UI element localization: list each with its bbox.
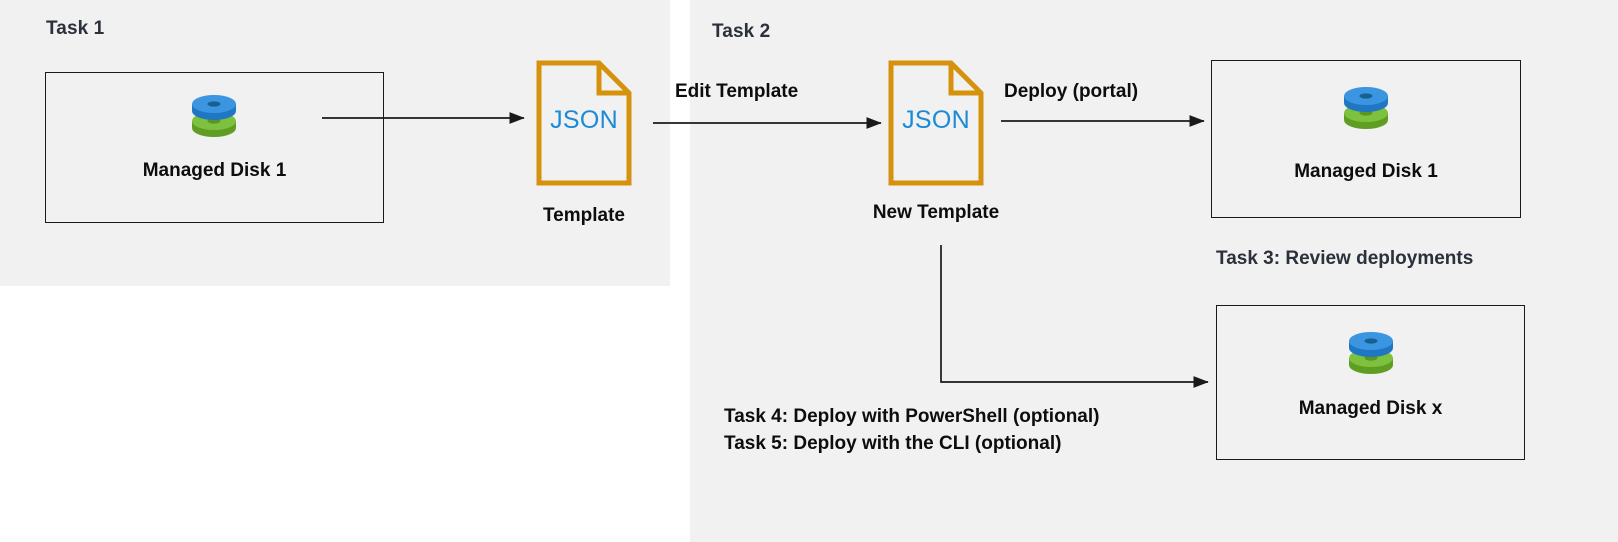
managed-disk-icon: [1343, 327, 1399, 379]
managed-disk-x-box: [1216, 305, 1525, 460]
template-caption: Template: [542, 205, 625, 226]
managed-disk-1-box-right: [1211, 60, 1521, 218]
new-template-caption: New Template: [872, 202, 1000, 223]
json-document-icon: JSON: [888, 60, 984, 186]
managed-disk-1-label-left: Managed Disk 1: [142, 160, 287, 181]
task-4-annotation: Task 4: Deploy with PowerShell (optional…: [724, 406, 1100, 427]
managed-disk-1-label-right: Managed Disk 1: [1294, 161, 1438, 182]
json-label: JSON: [550, 106, 618, 134]
managed-disk-icon: [186, 90, 242, 142]
task-1-heading: Task 1: [46, 18, 105, 39]
edit-template-label: Edit Template: [675, 81, 799, 102]
task-2-heading: Task 2: [712, 21, 771, 42]
json-document-icon: JSON: [536, 60, 632, 186]
managed-disk-x-label: Managed Disk x: [1298, 398, 1443, 419]
task-1-panel: [0, 0, 670, 286]
task-3-annotation: Task 3: Review deployments: [1216, 248, 1474, 269]
managed-disk-1-box-left: [45, 72, 384, 223]
json-label: JSON: [902, 106, 970, 134]
managed-disk-icon: [1338, 82, 1394, 134]
task-5-annotation: Task 5: Deploy with the CLI (optional): [724, 433, 1062, 454]
deploy-portal-label: Deploy (portal): [1004, 81, 1139, 102]
